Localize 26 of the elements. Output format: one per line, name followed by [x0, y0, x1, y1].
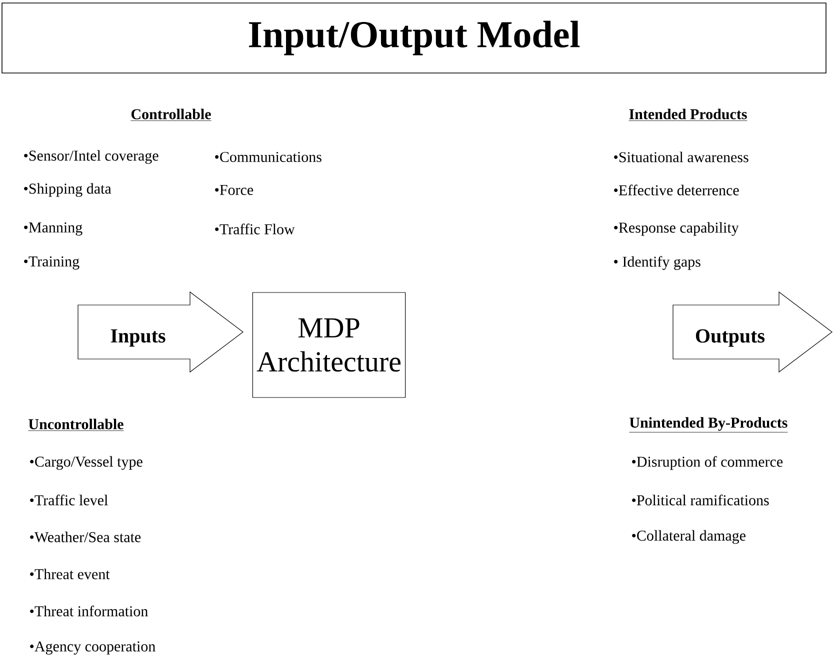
group-heading: Unintended By-Products — [629, 417, 788, 432]
bullet-item: •Agency cooperation — [30, 641, 156, 655]
bullet-item: •Cargo/Vessel type — [30, 456, 142, 470]
bullet-item: •Disruption of commerce — [632, 456, 783, 470]
bullet-item: •Threat information — [30, 606, 148, 616]
bullet-item: •Political ramifications — [632, 494, 769, 506]
bullet-item: •Threat event — [30, 568, 110, 580]
title-box: Input/Output Model — [2, 2, 826, 74]
bullet-item: •Collateral damage — [632, 530, 746, 544]
process-box: MDP Architecture — [252, 292, 406, 398]
bullet-item: •Force — [215, 185, 254, 195]
bullet-item: •Effective deterrence — [614, 184, 739, 196]
bullet-item: •Manning — [24, 222, 82, 236]
bullet-item: •Traffic level — [30, 494, 108, 506]
bullet-item: •Communications — [215, 152, 322, 162]
bullet-item: •Response capability — [614, 222, 739, 236]
bullet-item: •Sensor/Intel coverage — [24, 150, 158, 164]
group-heading: Controllable — [130, 108, 212, 121]
bullet-item: •Weather/Sea state — [30, 532, 141, 542]
bullet-item: •Shipping data — [24, 183, 112, 197]
group-heading: Uncontrollable — [28, 418, 124, 431]
bullet-item: •Situational awareness — [614, 152, 748, 162]
bullet-item: •Traffic Flow — [215, 224, 295, 234]
group-heading: Intended Products — [628, 108, 748, 121]
bullet-item: •Training — [24, 256, 80, 270]
bullet-item: • Identify gaps — [614, 256, 700, 270]
